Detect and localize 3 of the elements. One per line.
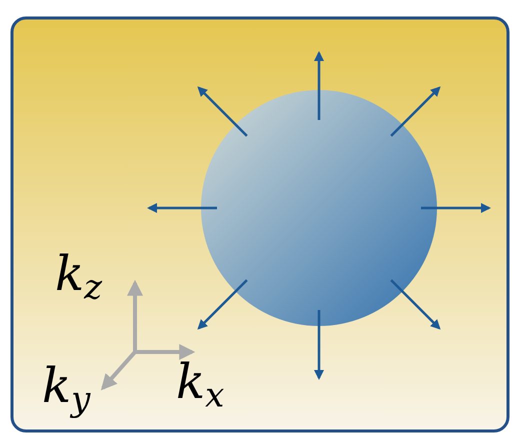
axis-label: k$_{z}$	[55, 250, 102, 304]
axis-label: k$_{y}$	[42, 362, 90, 416]
axis-label: k$_{x}$	[176, 358, 224, 412]
